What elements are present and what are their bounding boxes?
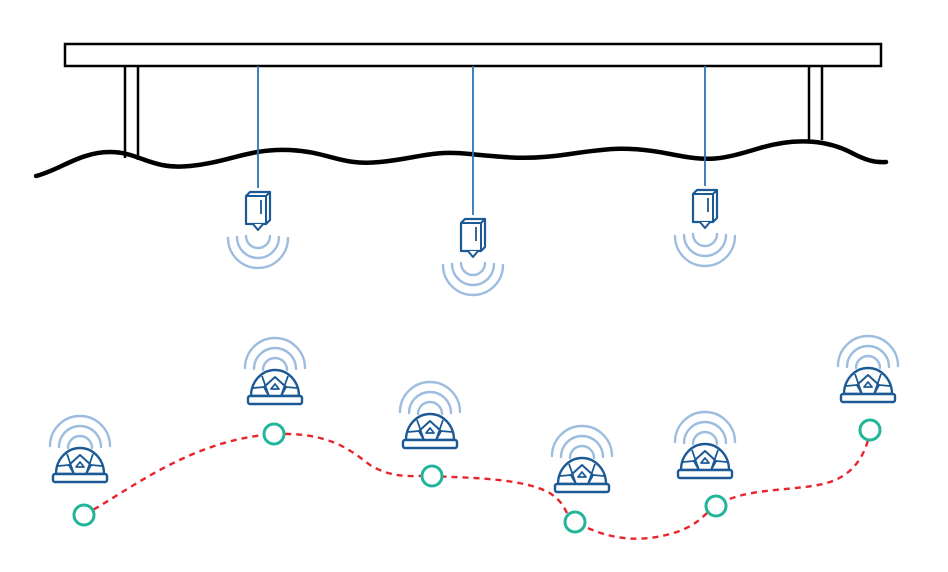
pier-leg-right [807,66,824,142]
dome-beacon-icon [48,414,112,484]
track-path [83,429,872,540]
dome-beacon-icon [398,380,462,450]
hanging-sensor-icon [441,217,505,297]
track-node [858,418,882,442]
track-node [704,494,728,518]
track-node [72,503,96,527]
water-surface [33,139,889,179]
pier-leg-left [123,66,140,160]
dome-beacon-icon [243,336,307,406]
hanging-sensor-icon [226,190,290,270]
track-node [563,510,587,534]
dome-beacon-icon [836,334,900,404]
track-node [420,464,444,488]
dome-beacon-icon [673,410,737,480]
transducer-cables [257,66,706,215]
hanging-sensor-icon [673,188,737,268]
track-node [262,422,286,446]
dome-beacon-icon [550,424,614,494]
track-nodes [72,418,882,534]
pier-deck [63,42,883,68]
pier [63,42,883,160]
